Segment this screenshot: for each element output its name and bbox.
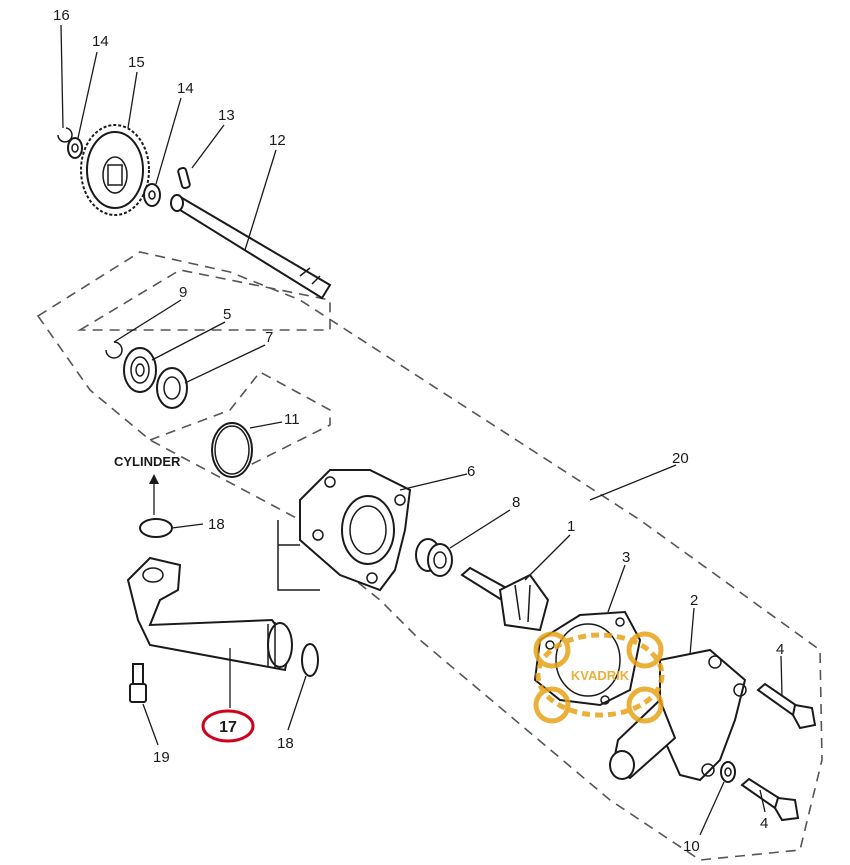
label-3: 3 (622, 549, 630, 566)
label-18-bottom: 18 (277, 735, 294, 752)
label-17: 17 (219, 719, 237, 736)
highlight-circle-17 (201, 709, 255, 743)
gear-15 (80, 124, 150, 216)
label-cylinder: CYLINDER (114, 454, 181, 469)
label-13: 13 (218, 107, 235, 124)
label-1: 1 (567, 518, 575, 535)
cylinder-arrow (149, 474, 159, 515)
pipe-17 (126, 556, 293, 672)
label-19: 19 (153, 749, 170, 766)
pin-13 (177, 166, 191, 190)
assembly-boundary-inner (77, 269, 331, 471)
o-ring-11 (211, 422, 253, 478)
label-20: 20 (672, 450, 689, 467)
label-10: 10 (683, 838, 700, 855)
label-5: 5 (223, 306, 231, 323)
impeller-1 (460, 566, 550, 632)
label-12: 12 (269, 132, 286, 149)
pump-cover-2 (609, 648, 747, 782)
bolt-4-lower (740, 777, 800, 822)
label-11: 11 (284, 411, 300, 428)
o-ring-18-pipe (301, 643, 319, 677)
label-4-upper: 4 (776, 641, 784, 658)
washer-14-top (67, 137, 83, 159)
label-2: 2 (690, 592, 698, 609)
bearing-5 (123, 347, 157, 393)
watermark-text: KVADRIK (571, 668, 630, 683)
label-4-lower: 4 (760, 815, 768, 832)
label-14-second: 14 (177, 80, 194, 97)
assembly-boundary-20 (36, 251, 823, 861)
part-labels: 16 14 15 14 13 12 9 5 7 11 20 6 8 1 3 2 … (53, 7, 784, 855)
pump-housing-6 (299, 469, 412, 592)
label-15: 15 (128, 54, 145, 71)
housing-bracket (277, 520, 320, 591)
seal-8 (415, 538, 453, 577)
label-9: 9 (179, 284, 187, 301)
washer-10 (720, 761, 736, 783)
washer-14-second (143, 183, 161, 207)
bolt-4-upper (756, 682, 817, 730)
seal-7 (156, 367, 188, 409)
label-16: 16 (53, 7, 70, 24)
circlip-9 (105, 341, 123, 359)
leader-lines (60, 24, 783, 836)
label-8: 8 (512, 494, 520, 511)
label-6: 6 (467, 463, 475, 480)
label-18-top: 18 (208, 516, 225, 533)
shaft-12 (170, 194, 332, 300)
label-14: 14 (92, 33, 109, 50)
watermark-logo: KVADRIK (533, 631, 665, 724)
bolt-19 (129, 663, 147, 703)
label-7: 7 (265, 329, 273, 346)
o-ring-18-top (139, 518, 173, 538)
